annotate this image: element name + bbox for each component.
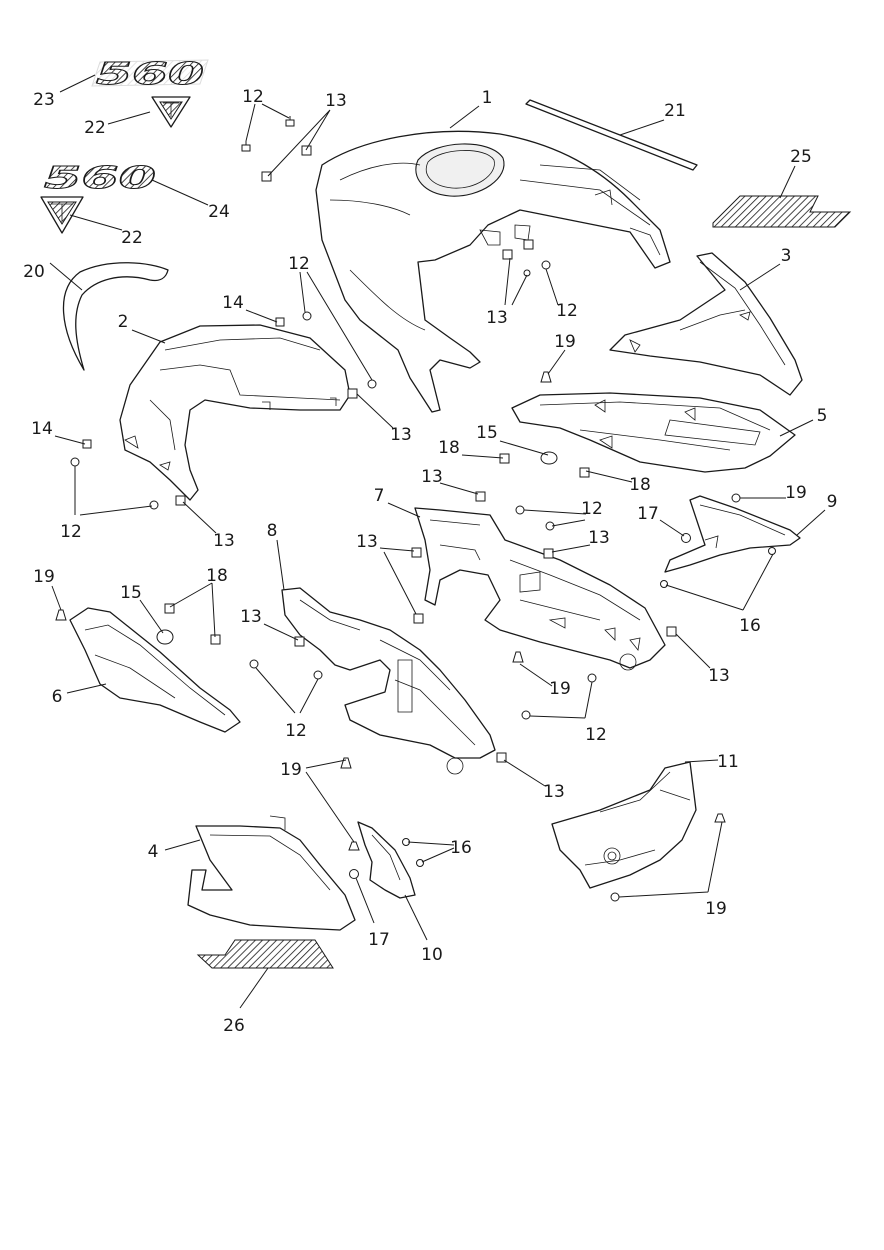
callout-13: 13 (213, 531, 235, 551)
callout-4: 4 (148, 842, 159, 862)
callout-12: 12 (581, 499, 603, 519)
callout-12: 12 (285, 721, 307, 741)
left-bracket-8 (281, 587, 496, 775)
callout-12: 12 (556, 301, 578, 321)
small-bracket-10 (357, 821, 416, 899)
callout-22: 22 (84, 118, 106, 138)
callout-7: 7 (374, 486, 385, 506)
callout-16: 16 (739, 616, 761, 636)
side-cover-9 (664, 495, 801, 573)
callout-13: 13 (390, 425, 412, 445)
curved-trim-20 (62, 262, 169, 371)
triumph-badge-22-lower (40, 196, 84, 234)
callout-10: 10 (421, 945, 443, 965)
callout-18: 18 (206, 566, 228, 586)
tank-side-panel-2 (119, 324, 351, 501)
callout-26: 26 (223, 1016, 245, 1036)
callout-19: 19 (554, 332, 576, 352)
callout-19: 19 (280, 760, 302, 780)
callout-13: 13 (356, 532, 378, 552)
callout-13: 13 (421, 467, 443, 487)
callout-16: 16 (450, 838, 472, 858)
callout-11: 11 (717, 752, 739, 772)
callout-18: 18 (438, 438, 460, 458)
rubber-strip-21 (525, 99, 698, 171)
fasteners (55, 116, 776, 902)
callout-13: 13 (708, 666, 730, 686)
callout-13: 13 (325, 91, 347, 111)
callout-3: 3 (781, 246, 792, 266)
callout-17: 17 (368, 930, 390, 950)
callout-1: 1 (482, 88, 493, 108)
callout-19: 19 (785, 483, 807, 503)
callout-12: 12 (242, 87, 264, 107)
callout-15: 15 (120, 583, 142, 603)
callout-24: 24 (208, 202, 230, 222)
callout-8: 8 (267, 521, 278, 541)
callout-9: 9 (827, 492, 838, 512)
callout-2: 2 (118, 312, 129, 332)
callout-15: 15 (476, 423, 498, 443)
logo-24-text: 560 (44, 161, 156, 196)
callout-23: 23 (33, 90, 55, 110)
callout-19: 19 (549, 679, 571, 699)
callout-13: 13 (240, 607, 262, 627)
triumph-badge-22-upper (151, 96, 191, 128)
callout-13: 13 (588, 528, 610, 548)
decal-stripe-26 (196, 939, 334, 969)
callout-12: 12 (288, 254, 310, 274)
rear-cover-11 (551, 761, 697, 889)
callout-25: 25 (790, 147, 812, 167)
lower-fairing-6 (69, 607, 241, 733)
callout-13: 13 (543, 782, 565, 802)
callout-12: 12 (60, 522, 82, 542)
decal-560-logo-24: 560 (44, 161, 157, 197)
callout-19: 19 (705, 899, 727, 919)
callout-17: 17 (637, 504, 659, 524)
decal-stripe-25 (712, 195, 852, 228)
bottom-fairing-4 (187, 815, 356, 931)
callout-20: 20 (23, 262, 45, 282)
callout-22: 22 (121, 228, 143, 248)
callout-21: 21 (664, 101, 686, 121)
logo-23-text: 560 (96, 57, 204, 92)
callout-13: 13 (486, 308, 508, 328)
callout-6: 6 (52, 687, 63, 707)
callout-19: 19 (33, 567, 55, 587)
callout-12: 12 (585, 725, 607, 745)
central-bracket-7 (414, 507, 666, 671)
callout-18: 18 (629, 475, 651, 495)
under-tray-5 (511, 392, 796, 473)
side-panel-3 (609, 252, 803, 396)
callout-14: 14 (222, 293, 244, 313)
callout-5: 5 (817, 406, 828, 426)
decal-560-logo-23: 560 (91, 57, 209, 93)
fuel-tank-cover-1 (315, 130, 671, 413)
leader-lines (49, 74, 826, 1009)
callout-14: 14 (31, 419, 53, 439)
